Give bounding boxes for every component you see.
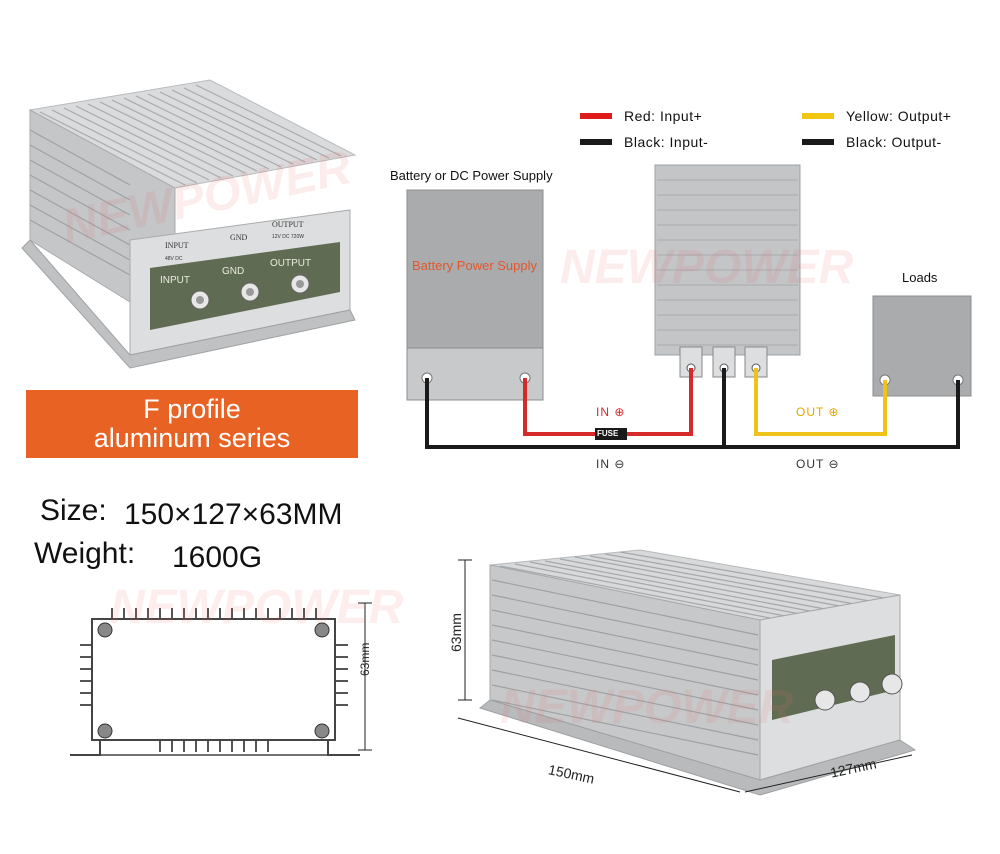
watermark: NEWPOWER (500, 681, 794, 734)
panel-gnd-text: GND (230, 233, 248, 242)
product-photo-top: INPUT 48V DC GND OUTPUT 12V DC 720W INPU… (21, 79, 357, 369)
drawing-height-label: 63mm (358, 642, 372, 676)
panel-input-text: INPUT (165, 241, 189, 250)
loads-caption: Loads (902, 270, 938, 285)
legend-swatch (580, 139, 612, 145)
terminal-input-label: INPUT (160, 275, 190, 286)
in-minus-label: IN ⊖ (596, 457, 626, 471)
legend-swatch (580, 113, 612, 119)
legend-label: Black: Output- (846, 134, 942, 150)
size-label: Size: (40, 494, 107, 527)
legend-yellow: Yellow: Output+ (802, 108, 951, 124)
panel-input-spec: 48V DC (165, 256, 183, 262)
wiring-diagram (406, 164, 972, 449)
weight-label: Weight: (34, 537, 136, 570)
watermark: NEWPOWER (560, 241, 854, 294)
legend-black-in: Black: Input- (580, 134, 708, 150)
technical-drawing (70, 602, 372, 756)
legend-red: Red: Input+ (580, 108, 702, 124)
weight-value: 1600G (172, 541, 263, 574)
legend-label: Red: Input+ (624, 108, 703, 124)
series-banner: F profile aluminum series (26, 390, 358, 458)
height-dimension-label: 63mm (448, 613, 464, 652)
legend-swatch (802, 139, 834, 145)
banner-line2: aluminum series (93, 423, 291, 453)
terminal-gnd-label: GND (222, 266, 244, 277)
watermark: NEWPOWER (110, 581, 404, 634)
legend-label: Black: Input- (624, 134, 709, 150)
size-value: 150×127×63MM (124, 498, 343, 531)
in-plus-label: IN ⊕ (596, 405, 626, 419)
battery-caption: Battery or DC Power Supply (390, 168, 553, 183)
battery-body-label: Battery Power Supply (412, 258, 538, 273)
out-minus-label: OUT ⊖ (796, 457, 840, 471)
fuse-label: FUSE (597, 429, 619, 438)
legend-label: Yellow: Output+ (846, 108, 952, 124)
terminal-output-label: OUTPUT (270, 258, 311, 269)
banner-line1: F profile (143, 394, 241, 424)
panel-output-spec: 12V DC 720W (272, 234, 304, 240)
legend-swatch (802, 113, 834, 119)
panel-output-text: OUTPUT (272, 220, 304, 229)
out-plus-label: OUT ⊕ (796, 405, 840, 419)
legend-black-out: Black: Output- (802, 134, 942, 150)
product-photo-bottom (457, 549, 917, 796)
